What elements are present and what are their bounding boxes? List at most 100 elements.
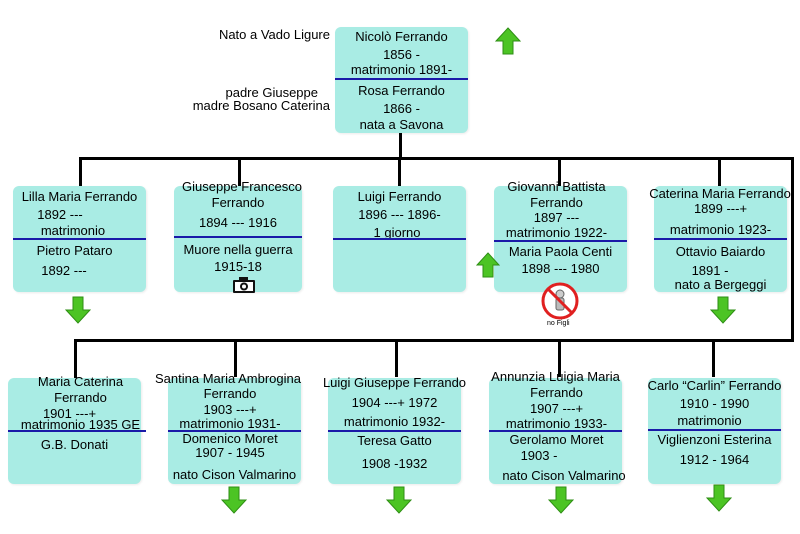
root-spouse-birth: 1866 - — [383, 101, 420, 116]
spouse-separator — [328, 430, 461, 432]
down-arrow-icon[interactable] — [386, 486, 412, 514]
spouse-birthplace: nato Cison Valmarino — [502, 468, 626, 483]
spouse-separator — [494, 240, 627, 242]
row2-drop-5 — [712, 339, 715, 377]
person-box-annunzia[interactable]: Annunzia Luigia Maria Ferrando 1907 ---+… — [489, 369, 626, 484]
person-box-giovanni[interactable]: Giovanni Battista Ferrando 1897 --- matr… — [494, 179, 627, 292]
row2-drop-2 — [234, 339, 237, 377]
no-children-badge: no Figli — [539, 282, 585, 330]
spouse-dates: 1892 --- — [41, 263, 87, 278]
root-father-note: padre Giuseppe — [225, 85, 318, 100]
person-surname: Ferrando — [54, 390, 107, 405]
person-box-lilla[interactable]: Lilla Maria Ferrando 1892 --- matrimonio… — [13, 186, 146, 292]
person-note: 1 giorno — [373, 225, 421, 240]
down-arrow-icon[interactable] — [710, 296, 736, 324]
spouse-name: G.B. Donati — [40, 437, 109, 452]
person-name: Lilla Maria Ferrando — [21, 189, 138, 204]
up-arrow-icon[interactable] — [495, 27, 521, 55]
person-note: Muore nella guerra — [183, 242, 293, 257]
root-birth: 1856 - — [383, 47, 420, 62]
spouse-name: Ottavio Baiardo — [675, 244, 766, 259]
person-dates: 1896 --- 1896- — [358, 207, 441, 222]
row2-drop-4 — [558, 339, 561, 377]
spouse-birthplace: nato a Bergeggi — [674, 277, 767, 292]
row1-drop-4 — [558, 157, 561, 187]
spouse-separator — [168, 430, 301, 432]
person-surname: Ferrando — [203, 386, 257, 401]
spouse-name: Gerolamo Moret — [509, 432, 604, 447]
spouse-separator — [13, 238, 146, 240]
person-marriage: matrimonio 1922- — [505, 225, 608, 240]
person-dates: 1907 ---+ — [529, 401, 584, 416]
person-marriage: matrimonio 1933- — [505, 416, 608, 431]
up-arrow-icon[interactable] — [476, 252, 500, 278]
person-name: Carlo “Carlin” Ferrando — [647, 378, 782, 393]
person-dates: 1903 ---+ — [203, 402, 257, 417]
row1-drop-5 — [718, 157, 721, 187]
root-spouse-name: Rosa Ferrando — [358, 83, 445, 98]
no-children-label: no Figli — [547, 320, 570, 327]
spouse-dates: 1891 - — [691, 263, 729, 278]
spouse-name: Pietro Pataro — [36, 243, 113, 258]
person-name: Giuseppe Francesco — [182, 179, 302, 194]
row1-drop-1 — [79, 157, 82, 187]
row1-bus — [79, 157, 794, 160]
down-arrow-icon[interactable] — [65, 296, 91, 324]
person-marriage: matrimonio — [40, 223, 106, 238]
person-dates: 1901 ---+ — [42, 406, 97, 421]
row2-bus — [74, 339, 794, 342]
person-surname: Ferrando — [530, 195, 583, 210]
person-box-caterina[interactable]: Caterina Maria Ferrando 1899 ---+ matrim… — [649, 186, 791, 292]
row2-drop-1 — [74, 339, 77, 379]
person-marriage: matrimonio 1932- — [343, 414, 446, 429]
person-box-maria-caterina[interactable]: Maria Caterina Ferrando 1901 ---+ matrim… — [8, 374, 146, 484]
row2-drop-3 — [395, 339, 398, 377]
person-dates: 1894 --- 1916 — [198, 215, 278, 230]
person-box-carlo[interactable]: Carlo “Carlin” Ferrando 1910 - 1990 matr… — [648, 378, 781, 484]
spouse-name: Viglienzoni Esterina — [657, 432, 772, 447]
spouse-birthplace: nato Cison Valmarino — [172, 467, 297, 482]
person-box-giuseppe[interactable]: Giuseppe Francesco Ferrando 1894 --- 191… — [174, 179, 302, 294]
spouse-name: Teresa Gatto — [357, 433, 432, 448]
person-dates: 1897 --- — [533, 210, 580, 225]
person-marriage: matrimonio 1923- — [669, 222, 772, 237]
down-arrow-icon[interactable] — [221, 486, 247, 514]
root-connector — [399, 132, 402, 158]
root-mother-note: madre Bosano Caterina — [192, 98, 330, 113]
spouse-separator — [489, 430, 622, 432]
row1-drop-3 — [398, 157, 401, 187]
person-marriage: matrimonio 1935 GE — [20, 417, 141, 432]
no-children-icon — [541, 282, 579, 320]
spouse-dates: 1907 - 1945 — [195, 445, 265, 460]
person-name: Caterina Maria Ferrando — [649, 186, 791, 201]
person-box-luigi-giuseppe[interactable]: Luigi Giuseppe Ferrando 1904 ---+ 1972 m… — [323, 375, 466, 484]
down-arrow-icon[interactable] — [706, 484, 732, 512]
spouse-dates: 1903 - — [520, 448, 558, 463]
spouse-separator — [8, 430, 146, 432]
person-surname: Ferrando — [211, 195, 265, 210]
person-box-root[interactable]: Nicolò Ferrando 1856 - matrimonio 1891- … — [335, 27, 468, 133]
person-box-santina[interactable]: Santina Maria Ambrogina Ferrando 1903 --… — [155, 371, 301, 484]
root-birthplace-note: Nato a Vado Ligure — [218, 27, 330, 42]
spouse-separator — [654, 238, 787, 240]
person-name: Luigi Giuseppe Ferrando — [322, 375, 467, 390]
person-name: Maria Caterina — [37, 374, 124, 389]
camera-icon[interactable] — [232, 276, 256, 294]
person-dates: 1899 ---+ — [693, 201, 748, 216]
person-surname: Ferrando — [530, 385, 583, 400]
person-name: Giovanni Battista — [507, 179, 606, 194]
root-spouse-birthplace: nata a Savona — [359, 117, 444, 132]
right-trunk — [791, 157, 794, 340]
person-note-years: 1915-18 — [214, 259, 262, 274]
spouse-separator — [174, 236, 302, 238]
person-marriage: matrimonio — [677, 413, 742, 428]
person-dates: 1904 ---+ 1972 — [351, 395, 438, 410]
spouse-dates: 1908 -1932 — [361, 456, 428, 471]
root-name: Nicolò Ferrando — [355, 29, 448, 44]
person-box-luigi[interactable]: Luigi Ferrando 1896 --- 1896- 1 giorno — [333, 186, 466, 292]
person-name: Luigi Ferrando — [357, 189, 442, 204]
spouse-name: Maria Paola Centi — [508, 244, 613, 259]
spouse-dates: 1912 - 1964 — [679, 452, 750, 467]
down-arrow-icon[interactable] — [548, 486, 574, 514]
spouse-separator — [648, 429, 781, 431]
